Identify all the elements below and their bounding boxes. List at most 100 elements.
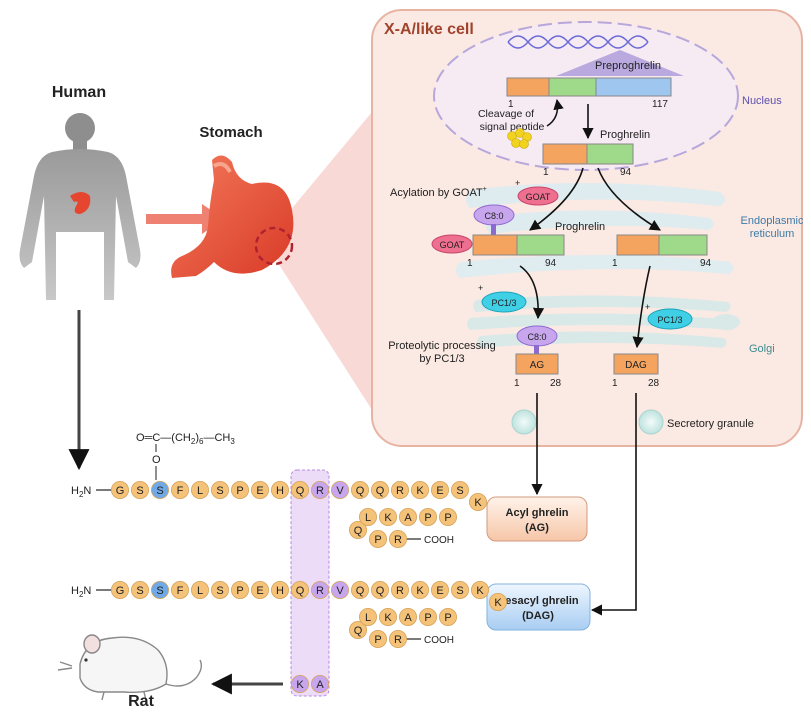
zoom-wedge bbox=[278, 112, 372, 410]
rat-residue-12-letter: V bbox=[336, 585, 344, 597]
human-residue-13-letter: Q bbox=[356, 485, 365, 497]
rat-residue-1-circle bbox=[111, 581, 130, 600]
human-residue-12-circle bbox=[330, 480, 349, 499]
rat-residue-row2-5-circle bbox=[438, 608, 457, 627]
rat-residue-3-letter: S bbox=[156, 585, 163, 597]
goat-label-top: GOAT bbox=[526, 192, 551, 202]
human-residue-8-letter: E bbox=[256, 485, 263, 497]
pro-acyl-end: 94 bbox=[545, 258, 557, 269]
ag-box-label: AG bbox=[530, 360, 545, 371]
human-residue-18-letter: S bbox=[456, 485, 463, 497]
proteolytic-label-1: Proteolytic processing bbox=[388, 340, 496, 352]
human-residue-2-circle bbox=[130, 480, 149, 499]
human-sequence-turns: KQ bbox=[348, 492, 487, 540]
human-residue-14-letter: Q bbox=[376, 485, 385, 497]
c80-stem-left bbox=[491, 224, 496, 235]
rat-sequence-turns: KQ bbox=[348, 593, 507, 640]
human-residue-9-letter: H bbox=[276, 485, 284, 497]
rat-cooh: COOH bbox=[424, 635, 454, 646]
pro-top-end: 94 bbox=[620, 167, 632, 178]
rat-label: Rat bbox=[128, 693, 154, 710]
rat-residue-turn-k-letter: K bbox=[494, 597, 502, 609]
octanoyl-oxygen: O bbox=[152, 454, 161, 466]
human-residue-7-letter: P bbox=[236, 485, 243, 497]
dag-end: 28 bbox=[648, 378, 660, 389]
nucleus-label: Nucleus bbox=[742, 95, 782, 107]
rat-residue-row2-1-circle bbox=[358, 608, 377, 627]
er-label-1: Endoplasmic bbox=[741, 215, 804, 227]
dag-peptide-box bbox=[613, 353, 659, 375]
c80-label-ag: C8:0 bbox=[527, 332, 546, 342]
non-acyl-arrow bbox=[597, 167, 661, 231]
rat-residue-16-letter: K bbox=[416, 585, 424, 597]
rat-residue-row2-5-letter: P bbox=[444, 612, 451, 624]
rat-residue-row3-2-circle bbox=[388, 630, 407, 649]
proghrelin-acyl-bar bbox=[472, 234, 565, 256]
human-residue-turn-q-letter: Q bbox=[354, 525, 363, 537]
stomach-label: Stomach bbox=[199, 124, 262, 141]
pc-plus-left: + bbox=[478, 283, 483, 293]
rat-residue-2-circle bbox=[130, 581, 149, 600]
preproghrelin-label: Preproghrelin bbox=[595, 60, 661, 72]
rat-subst-1-letter: K bbox=[296, 679, 304, 691]
pre-end-num: 117 bbox=[652, 99, 668, 110]
rat-subst-2-circle bbox=[310, 675, 329, 694]
preproghrelin-bar bbox=[506, 77, 672, 97]
human-residue-7-circle bbox=[230, 480, 249, 499]
human-nterm: H2N bbox=[71, 485, 91, 499]
human-residue-4-letter: F bbox=[177, 485, 184, 497]
rat-residue-10-letter: Q bbox=[296, 585, 305, 597]
rat-residue-15-letter: R bbox=[396, 585, 404, 597]
human-label: Human bbox=[52, 84, 106, 101]
rat-residue-19-circle bbox=[470, 581, 489, 600]
rat-residue-7-circle bbox=[230, 581, 249, 600]
human-residue-row3-2-circle bbox=[388, 530, 407, 549]
rat-residue-17-circle bbox=[430, 581, 449, 600]
acylation-arrow bbox=[529, 167, 584, 231]
human-residue-row2-2-letter: K bbox=[384, 512, 392, 524]
rat-residue-6-circle bbox=[210, 581, 229, 600]
rat-residue-15-circle bbox=[390, 581, 409, 600]
human-residue-5-circle bbox=[190, 480, 209, 499]
cell-title: X-A/like cell bbox=[384, 21, 474, 38]
pc13-label-left: PC1/3 bbox=[491, 298, 516, 308]
human-residue-15-letter: R bbox=[396, 485, 404, 497]
acyl-ghrelin-label-2: (AG) bbox=[525, 522, 549, 534]
human-residue-6-letter: S bbox=[216, 485, 223, 497]
rat-residue-row3-2-letter: R bbox=[394, 634, 402, 646]
dag-start: 1 bbox=[612, 378, 618, 389]
goat-enzyme-top bbox=[517, 186, 559, 206]
cleavage-label-1: Cleavage of bbox=[478, 108, 534, 120]
rat-illustration bbox=[57, 634, 203, 701]
human-residue-17-letter: E bbox=[436, 485, 443, 497]
rat-residue-2-letter: S bbox=[136, 585, 143, 597]
signal-peptide-cluster bbox=[507, 128, 532, 149]
rat-residue-row2-2-circle bbox=[378, 608, 397, 627]
human-residue-row2-4-letter: P bbox=[424, 512, 431, 524]
rat-residue-row2-3-circle bbox=[398, 608, 417, 627]
stomach-illustration bbox=[171, 155, 294, 278]
human-residue-1-letter: G bbox=[116, 485, 125, 497]
rat-residue-14-letter: Q bbox=[376, 585, 385, 597]
secretory-granule-right bbox=[638, 409, 664, 435]
rat-residue-3-circle bbox=[150, 581, 169, 600]
rat-residue-19-letter: K bbox=[476, 585, 484, 597]
pro-desacyl-end: 94 bbox=[700, 258, 712, 269]
human-residue-9-circle bbox=[270, 480, 289, 499]
pc13-label-right: PC1/3 bbox=[657, 315, 682, 325]
c80-stem-ag bbox=[534, 345, 539, 354]
proghrelin-top-label: Proghrelin bbox=[600, 129, 650, 141]
desacyl-ghrelin-box bbox=[486, 583, 591, 631]
acylation-label: Acylation by GOAT+ bbox=[390, 186, 487, 199]
human-residue-16-letter: K bbox=[416, 485, 424, 497]
rat-residue-6-letter: S bbox=[216, 585, 223, 597]
secretory-granule-label: Secretory granule bbox=[667, 418, 754, 430]
dag-output-arrow bbox=[590, 393, 637, 616]
human-residue-8-circle bbox=[250, 480, 269, 499]
pro-acyl-start: 1 bbox=[467, 258, 473, 269]
pc13-enzyme-right bbox=[647, 308, 693, 330]
